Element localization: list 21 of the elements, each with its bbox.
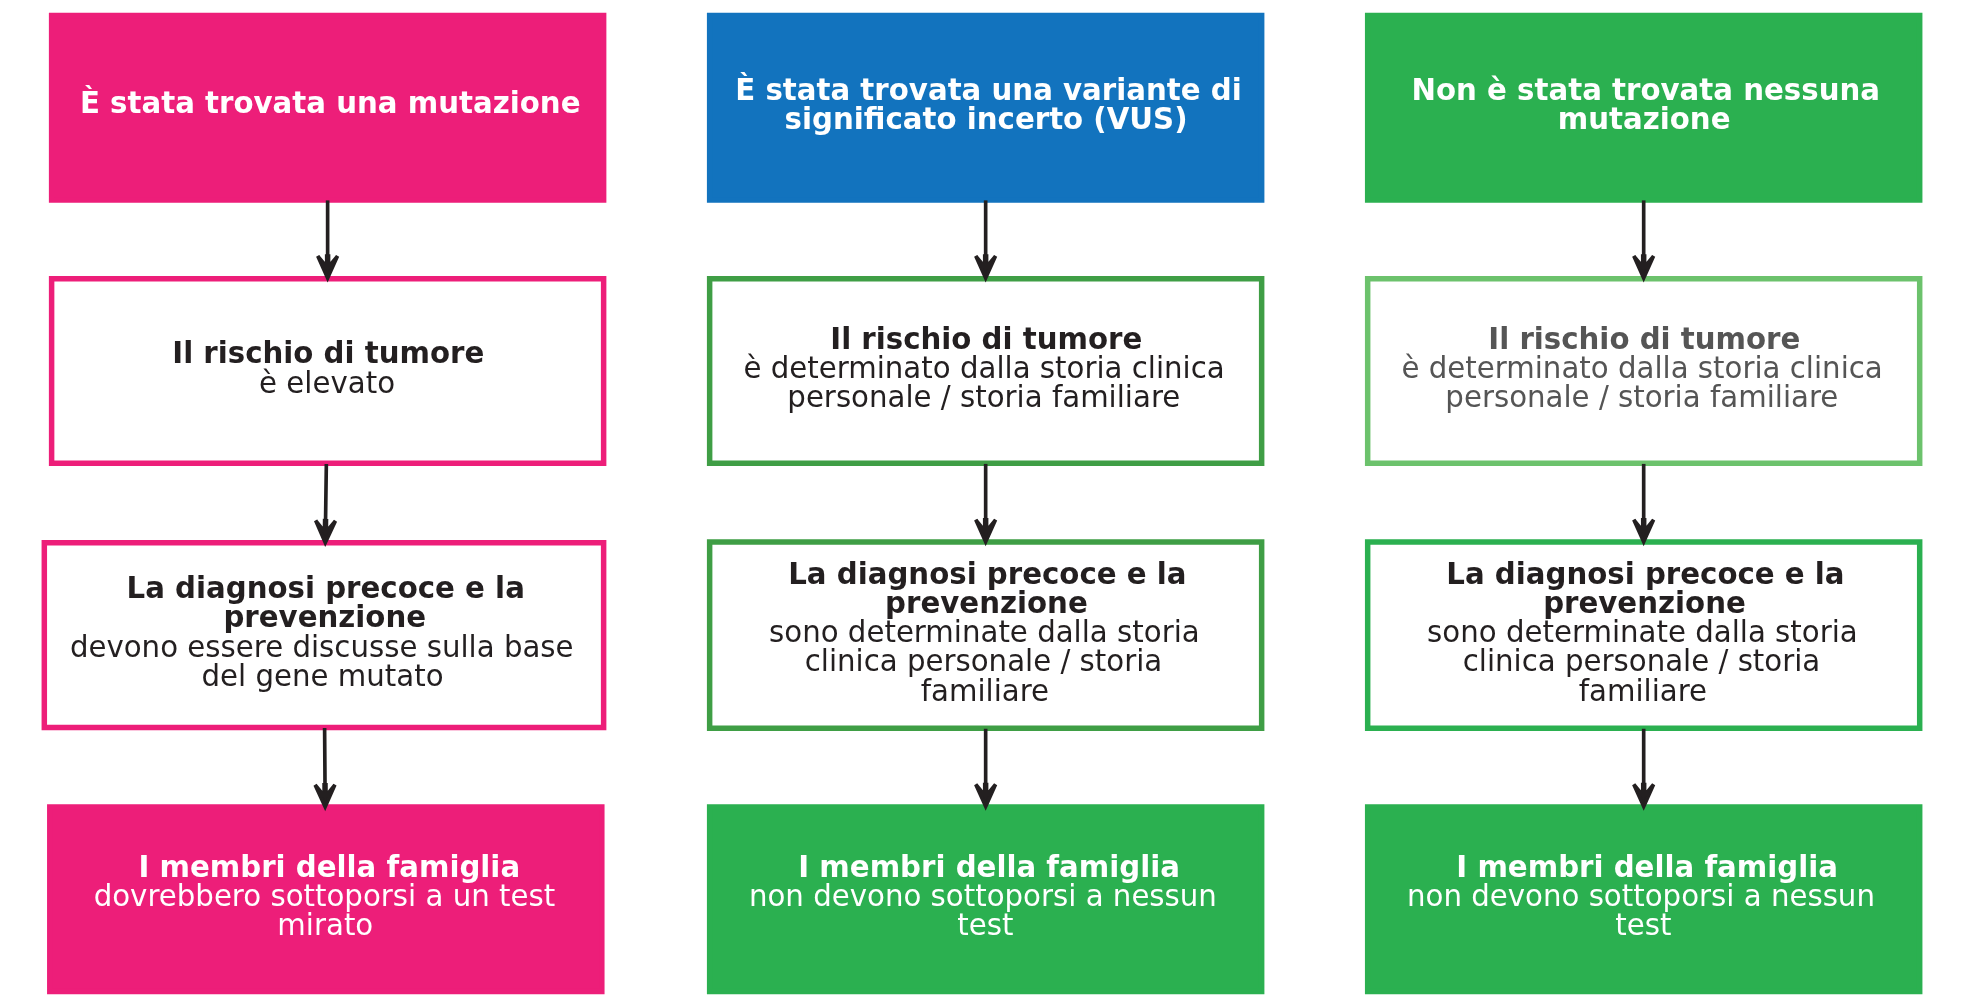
arrow bbox=[973, 200, 998, 280]
node-box: I membri della famiglia non devono sottoporsi a nessun test bbox=[706, 804, 1265, 995]
node-box: È stata trovata una variante di significato incerto (VUS) bbox=[706, 12, 1265, 203]
arrow bbox=[1632, 728, 1656, 809]
arrow bbox=[315, 200, 340, 280]
node-box: Il rischio di tumore è determinato dalla storia clinica personale / storia familiare bbox=[1364, 275, 1923, 467]
node-box: La diagnosi precoce e la prevenzione devono essere discusse sulla base del gene mutato bbox=[41, 540, 607, 731]
node-box: Il rischio di tumore è determinato dalla storia clinica personale / storia familiare bbox=[706, 275, 1265, 467]
arrow bbox=[313, 728, 337, 809]
node-box: La diagnosi precoce e la prevenzione sono determinate dalla storia clinica personale / storia familiare bbox=[706, 539, 1265, 732]
arrow bbox=[1632, 463, 1656, 544]
arrow bbox=[973, 463, 998, 544]
node-box: Non è stata trovata nessuna mutazione bbox=[1364, 12, 1923, 203]
node-box: La diagnosi precoce e la prevenzione sono determinate dalla storia clinica personale / storia familiare bbox=[1364, 539, 1923, 732]
node-box: I membri della famiglia non devono sottoporsi a nessun test bbox=[1364, 804, 1923, 995]
arrow bbox=[973, 728, 998, 809]
node-box: I membri della famiglia dovrebbero sottoporsi a un test mirato bbox=[47, 804, 605, 995]
arrow bbox=[313, 463, 338, 545]
arrow bbox=[1632, 200, 1656, 280]
node-box: Il rischio di tumore è elevato bbox=[48, 275, 607, 467]
node-box: È stata trovata una mutazione bbox=[48, 12, 607, 203]
